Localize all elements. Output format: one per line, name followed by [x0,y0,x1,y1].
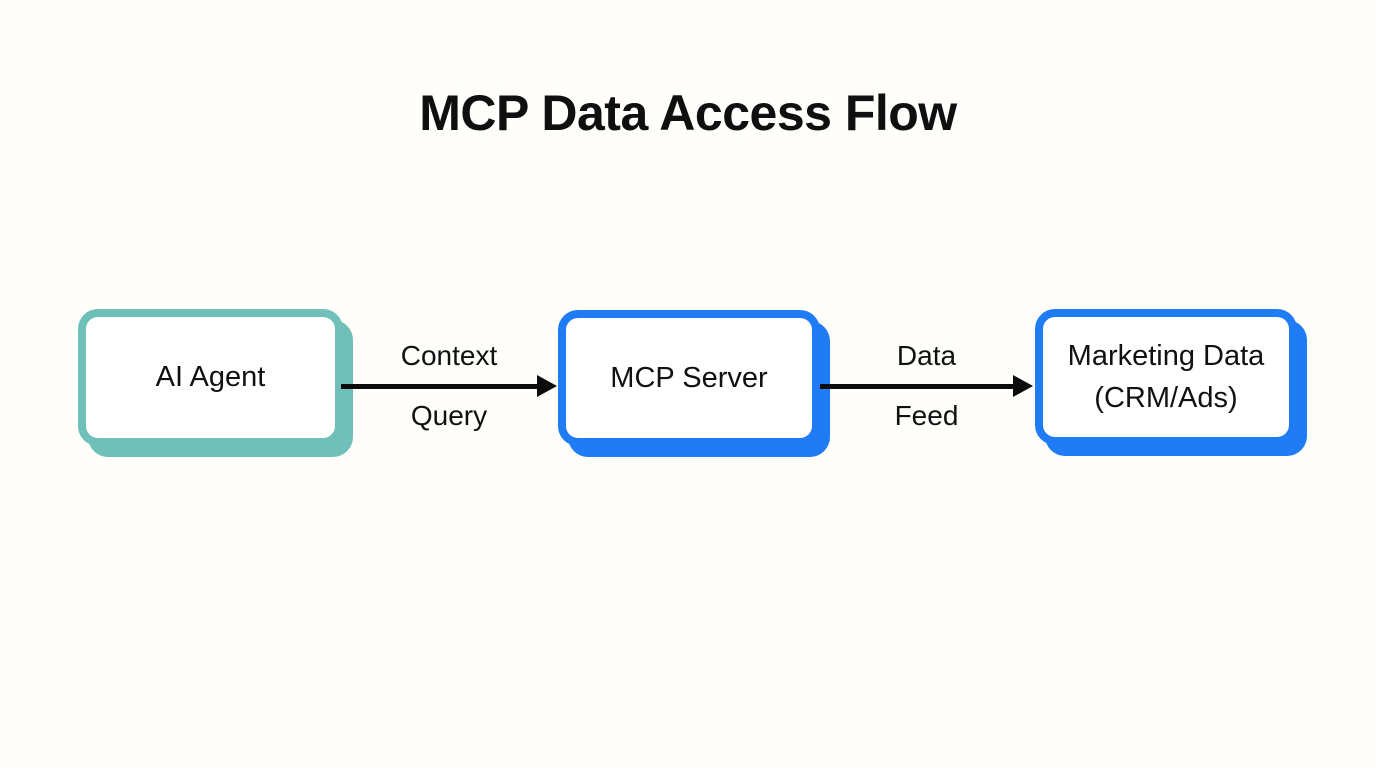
node-sublabel: (CRM/Ads) [1094,382,1238,414]
arrow-line [341,383,537,389]
arrow-right-icon [537,375,557,398]
diagram-title: MCP Data Access Flow [419,85,957,141]
edge-context-query: Context Query [341,340,557,432]
edge-label-bottom: Query [410,400,488,432]
edge-data-feed: Data Feed [820,340,1033,432]
edge-label-top: Context [400,340,498,371]
node-marketing-data: Marketing Data (CRM/Ads) [1035,309,1297,445]
edge-label-top: Data [896,340,957,371]
node-mcp-server: MCP Server [558,310,820,446]
arrow [820,375,1033,398]
node-ai-agent: AI Agent [78,309,343,446]
arrow-right-icon [1013,375,1033,398]
node-label: MCP Server [610,361,768,394]
arrow [341,375,557,398]
arrow-line [820,383,1013,389]
node-label: AI Agent [155,361,266,394]
edge-label-bottom: Feed [894,400,959,432]
node-label: Marketing Data [1067,339,1265,372]
